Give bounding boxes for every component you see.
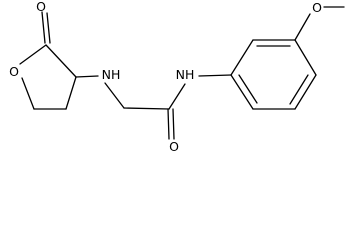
atom-label-amide-nh: NH (176, 67, 195, 82)
bond-amide-carbonyl-inner (172, 108, 175, 140)
bond-ph-c6-c1-inner (238, 74, 258, 104)
bond-ph-c4-c5 (294, 74, 317, 110)
structure-diagram: O O NH NH O O (9, 0, 345, 154)
atom-label-amide-o: O (169, 139, 179, 154)
bond-ph-c3-c4 (294, 39, 317, 76)
bond-ph-c4-c5-inner (289, 74, 309, 105)
bond-amide-carbonyl-outer (167, 108, 170, 140)
atom-label-ring-o: O (9, 64, 19, 79)
bond-ph-c1-c2 (230, 39, 254, 76)
bond-ring-o1-c5 (21, 77, 35, 110)
bond-amine-ch2 (104, 82, 125, 109)
bond-amide-n-phenyl (198, 74, 232, 77)
atom-label-lactone-carbonyl-o: O (36, 0, 46, 14)
bond-ch2-carbonyl (123, 107, 170, 110)
bond-carbonyl-amide-n (168, 83, 186, 110)
bond-ring-c4-c3 (65, 76, 77, 110)
bond-c3-amine (75, 75, 99, 78)
bond-lactone-carbonyl-outer (41, 11, 46, 44)
bond-ring-c2-o1 (19, 44, 47, 65)
atom-label-methoxy-o: O (312, 0, 322, 15)
bond-ph-c6-c1 (230, 74, 254, 110)
atom-label-amine-nh: NH (102, 67, 121, 82)
bond-ring-c3-c2 (45, 44, 77, 78)
bond-ph-methoxy-o (294, 13, 311, 41)
bond-lactone-carbonyl-inner (46, 12, 51, 44)
